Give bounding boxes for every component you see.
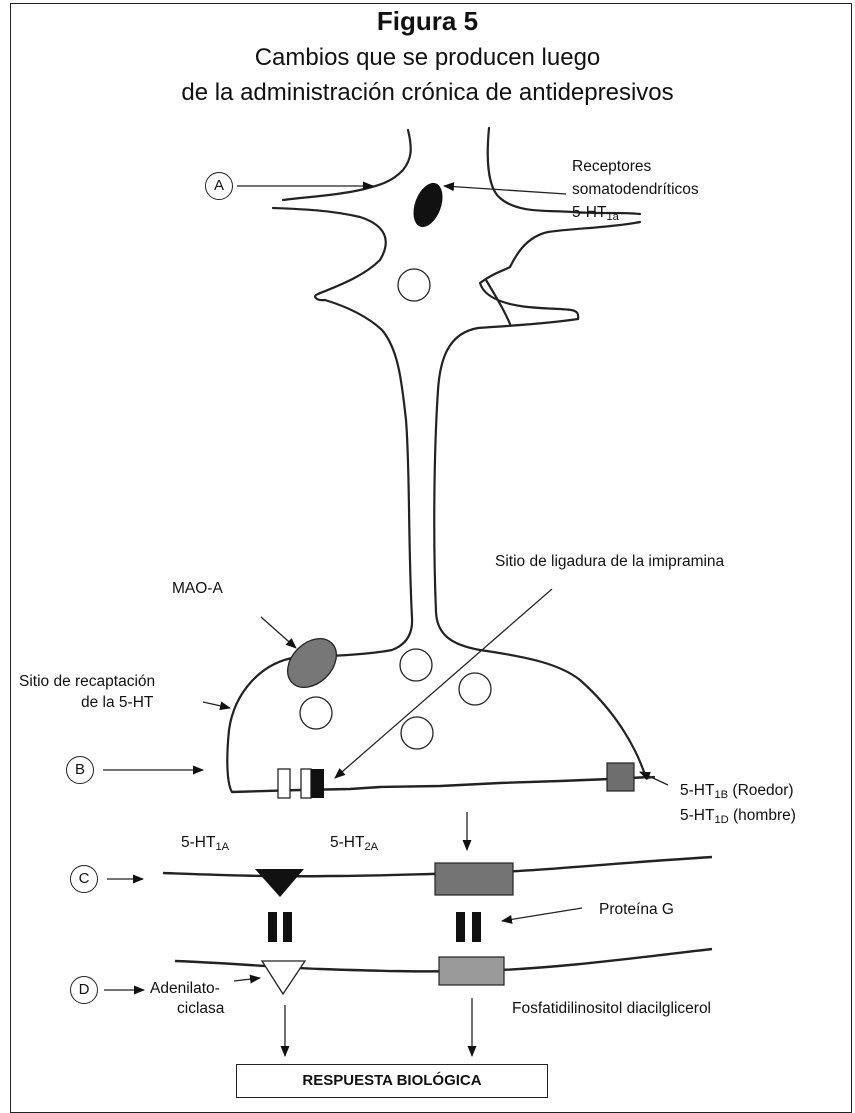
label-recaptacion-line1: Sitio de recaptación — [19, 672, 155, 691]
label-5ht2a: 5-HT2A — [330, 833, 378, 857]
g-protein-left-bar — [268, 912, 277, 942]
presynaptic-membrane — [232, 777, 650, 792]
marker-a: A — [205, 172, 233, 200]
label-5ht1d: 5-HT1D (hombre) — [680, 806, 796, 830]
reuptake-site-white — [301, 769, 311, 798]
vesicle — [398, 269, 430, 301]
vesicle — [400, 649, 432, 681]
label-5ht1a: 5-HT1A — [181, 833, 229, 857]
somatodendritic-receptor-5ht1a — [408, 179, 448, 231]
arrow-to-adenylate-cyclase — [234, 978, 260, 981]
g-protein-right-bar — [472, 912, 481, 942]
arrow-to-autoreceptor — [640, 772, 668, 785]
mao-a-enzyme — [278, 629, 346, 697]
g-protein-right-bar — [456, 912, 465, 942]
label-proteina-g: Proteína G — [599, 900, 674, 919]
receptor-5ht2a-box — [435, 863, 513, 895]
marker-d: D — [70, 976, 98, 1004]
marker-c: C — [70, 865, 98, 893]
label-ciclasa: ciclasa — [177, 999, 224, 1018]
label-imipramine-site: Sitio de ligadura de la imipramina — [495, 552, 724, 571]
marker-b: B — [66, 756, 94, 784]
biological-response-box: RESPUESTA BIOLÓGICA — [236, 1064, 548, 1098]
vesicle — [401, 717, 433, 749]
label-recaptacion-line2: de la 5-HT — [81, 693, 153, 712]
arrow-to-somatodendritic-receptor — [444, 186, 566, 194]
phospholipase-box — [439, 957, 504, 985]
arrow-to-reuptake-site — [203, 702, 230, 708]
receptor-5ht1a-triangle — [255, 869, 304, 897]
g-protein-left-bar — [283, 912, 292, 942]
arrow-to-imipramine-site — [335, 589, 552, 778]
neuron-outline — [227, 128, 646, 792]
vesicle — [300, 697, 332, 729]
reuptake-site-black — [311, 769, 324, 798]
label-receptor-5ht1a: 5-HT1a — [572, 203, 619, 227]
autoreceptor-5ht1b — [607, 763, 634, 791]
arrow-to-g-protein — [502, 908, 582, 921]
vesicle — [459, 673, 491, 705]
label-adenilato: Adenilato- — [150, 979, 220, 998]
label-5ht1b: 5-HT1B (Roedor) — [680, 781, 794, 805]
reuptake-site-left — [278, 769, 290, 798]
arrow-to-mao-a — [261, 617, 296, 648]
label-mao-a: MAO-A — [172, 579, 223, 598]
label-fosfatidilinositol: Fosfatidilinositol diacilglicerol — [512, 999, 711, 1018]
label-somatodendriticos: somatodendríticos — [572, 180, 699, 199]
adenylate-cyclase-triangle — [262, 961, 305, 994]
label-receptores: Receptores — [572, 157, 651, 176]
